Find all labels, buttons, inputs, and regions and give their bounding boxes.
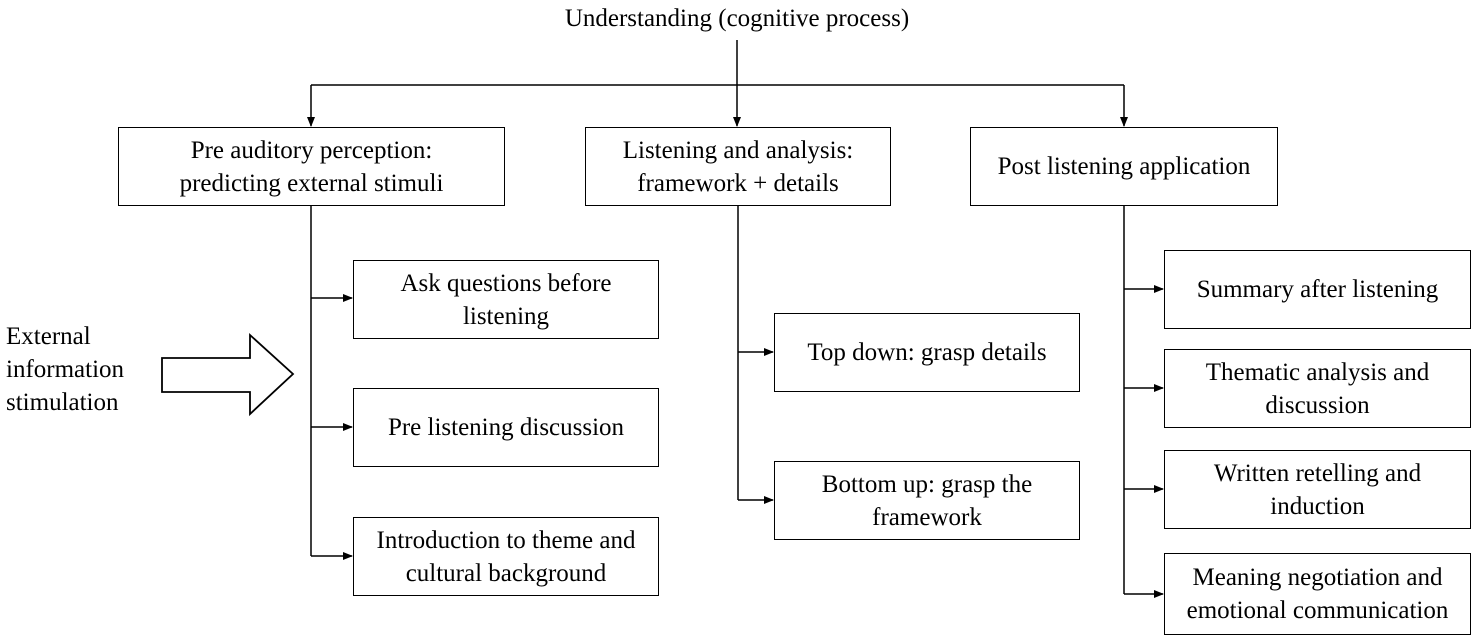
diagram-title: Understanding (cognitive process) (564, 5, 910, 32)
item-ask-questions: Ask questions before listening (353, 260, 659, 339)
item-top-down: Top down: grasp details (774, 313, 1080, 392)
item-thematic-analysis: Thematic analysis and discussion (1164, 349, 1471, 428)
item-pre-listening-discussion: Pre listening discussion (353, 388, 659, 467)
item-introduction-theme: Introduction to theme and cultural backg… (353, 517, 659, 596)
item-bottom-up: Bottom up: grasp the framework (774, 461, 1080, 540)
item-written-retelling: Written retelling and induction (1164, 450, 1471, 529)
header-pre-auditory: Pre auditory perception: predicting exte… (118, 127, 505, 206)
item-summary: Summary after listening (1164, 250, 1471, 329)
side-label: External information stimulation (6, 323, 125, 416)
header-post-listening: Post listening application (970, 127, 1278, 206)
header-listening-analysis: Listening and analysis: framework + deta… (585, 127, 891, 206)
item-meaning-negotiation: Meaning negotiation and emotional commun… (1164, 553, 1471, 635)
hollow-right-arrow-icon (161, 332, 295, 417)
